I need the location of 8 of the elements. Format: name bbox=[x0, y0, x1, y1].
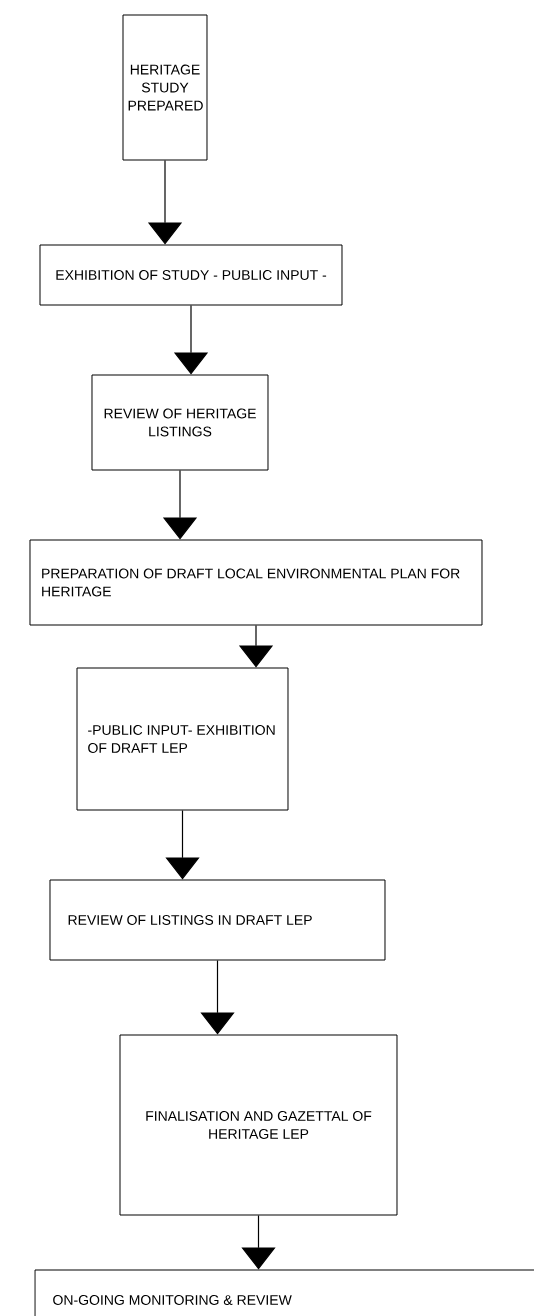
process-box: PREPARATION OF DRAFT LOCAL ENVIRONMENTAL PLAN FOR HERITAGE bbox=[29, 539, 483, 626]
process-box: ON-GOING MONITORING & REVIEW bbox=[34, 1269, 534, 1316]
process-box: REVIEW OF HERITAGE LISTINGS bbox=[91, 374, 269, 471]
process-box: FINALISATION AND GAZETTAL OF HERITAGE LEP bbox=[119, 1034, 398, 1216]
process-box: REVIEW OF LISTINGS IN DRAFT LEP bbox=[49, 879, 386, 961]
process-box: HERITAGE STUDY PREPARED bbox=[122, 14, 208, 161]
process-box: -PUBLIC INPUT- EXHIBITION OF DRAFT LEP bbox=[76, 667, 289, 811]
process-box: EXHIBITION OF STUDY - PUBLIC INPUT - bbox=[39, 244, 343, 306]
